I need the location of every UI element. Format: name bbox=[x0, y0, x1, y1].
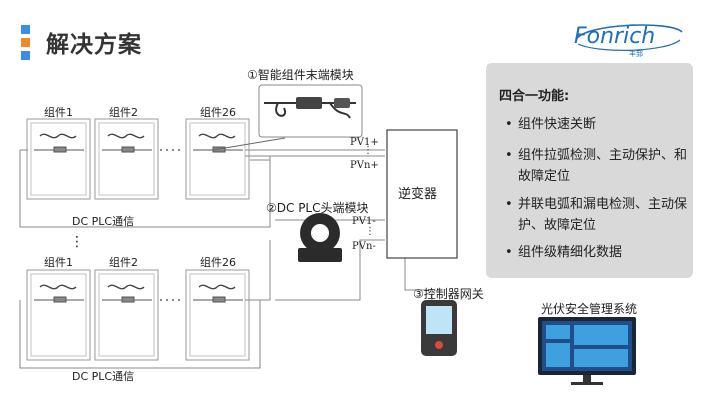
head-module-label: ②DC PLC头端模块 bbox=[266, 201, 369, 215]
comm-label: DC PLC通信 bbox=[72, 370, 135, 383]
module-label: 组件2 bbox=[109, 106, 138, 119]
features-panel bbox=[486, 63, 693, 278]
title-accent-bars bbox=[21, 25, 31, 64]
bullet-dot: • bbox=[505, 148, 513, 163]
comm-label: DC PLC通信 bbox=[72, 215, 135, 228]
feature-item: 组件快速关断 bbox=[518, 117, 597, 132]
end-module-label: ①智能组件末端模块 bbox=[247, 68, 354, 82]
brand-logo-subtext: 丰郅 bbox=[629, 50, 643, 58]
page-title: 解决方案 bbox=[46, 32, 142, 58]
pv-panel bbox=[26, 118, 91, 200]
port-label: PVn+ bbox=[350, 160, 379, 171]
module-label: 组件2 bbox=[109, 256, 138, 269]
ellipsis-vertical: ⋮ bbox=[363, 145, 373, 156]
ellipsis-vertical: ⋮ bbox=[365, 226, 375, 237]
module-label: 组件1 bbox=[44, 256, 73, 269]
accent-bar-blue bbox=[21, 25, 30, 34]
feature-item: 并联电弧和漏电检测、主动保护、故障定位 bbox=[518, 197, 688, 233]
pv-panel bbox=[94, 269, 159, 361]
module-label: 组件26 bbox=[200, 256, 236, 269]
inverter-label: 逆变器 bbox=[398, 187, 438, 202]
bullet-dot: • bbox=[505, 197, 513, 212]
module-label: 组件26 bbox=[200, 106, 236, 119]
accent-bar-blue bbox=[21, 51, 30, 60]
brand-logo: Fonrich bbox=[574, 24, 656, 49]
logo-swoosh-icon bbox=[575, 24, 683, 51]
pv-panel bbox=[94, 118, 159, 200]
features-heading: 四合一功能: bbox=[499, 89, 570, 104]
bullet-dot: • bbox=[505, 117, 513, 132]
system-label: 光伏安全管理系统 bbox=[541, 302, 638, 316]
bullet-dot: • bbox=[505, 245, 513, 260]
pv-panel bbox=[185, 269, 250, 361]
gateway-label: ③控制器网关 bbox=[413, 287, 484, 301]
accent-bar-orange bbox=[21, 38, 30, 47]
pv-panel bbox=[185, 118, 250, 200]
module-label: 组件1 bbox=[44, 106, 73, 119]
feature-item: 组件级精细化数据 bbox=[518, 245, 623, 260]
ellipsis-vertical: ⋮ bbox=[70, 234, 84, 250]
port-label: PVn- bbox=[352, 241, 376, 252]
feature-item: 组件拉弧检测、主动保护、和故障定位 bbox=[518, 148, 688, 184]
port-label: PV1- bbox=[352, 216, 376, 227]
port-label: PV1+ bbox=[350, 137, 379, 148]
pv-panel bbox=[26, 269, 91, 361]
